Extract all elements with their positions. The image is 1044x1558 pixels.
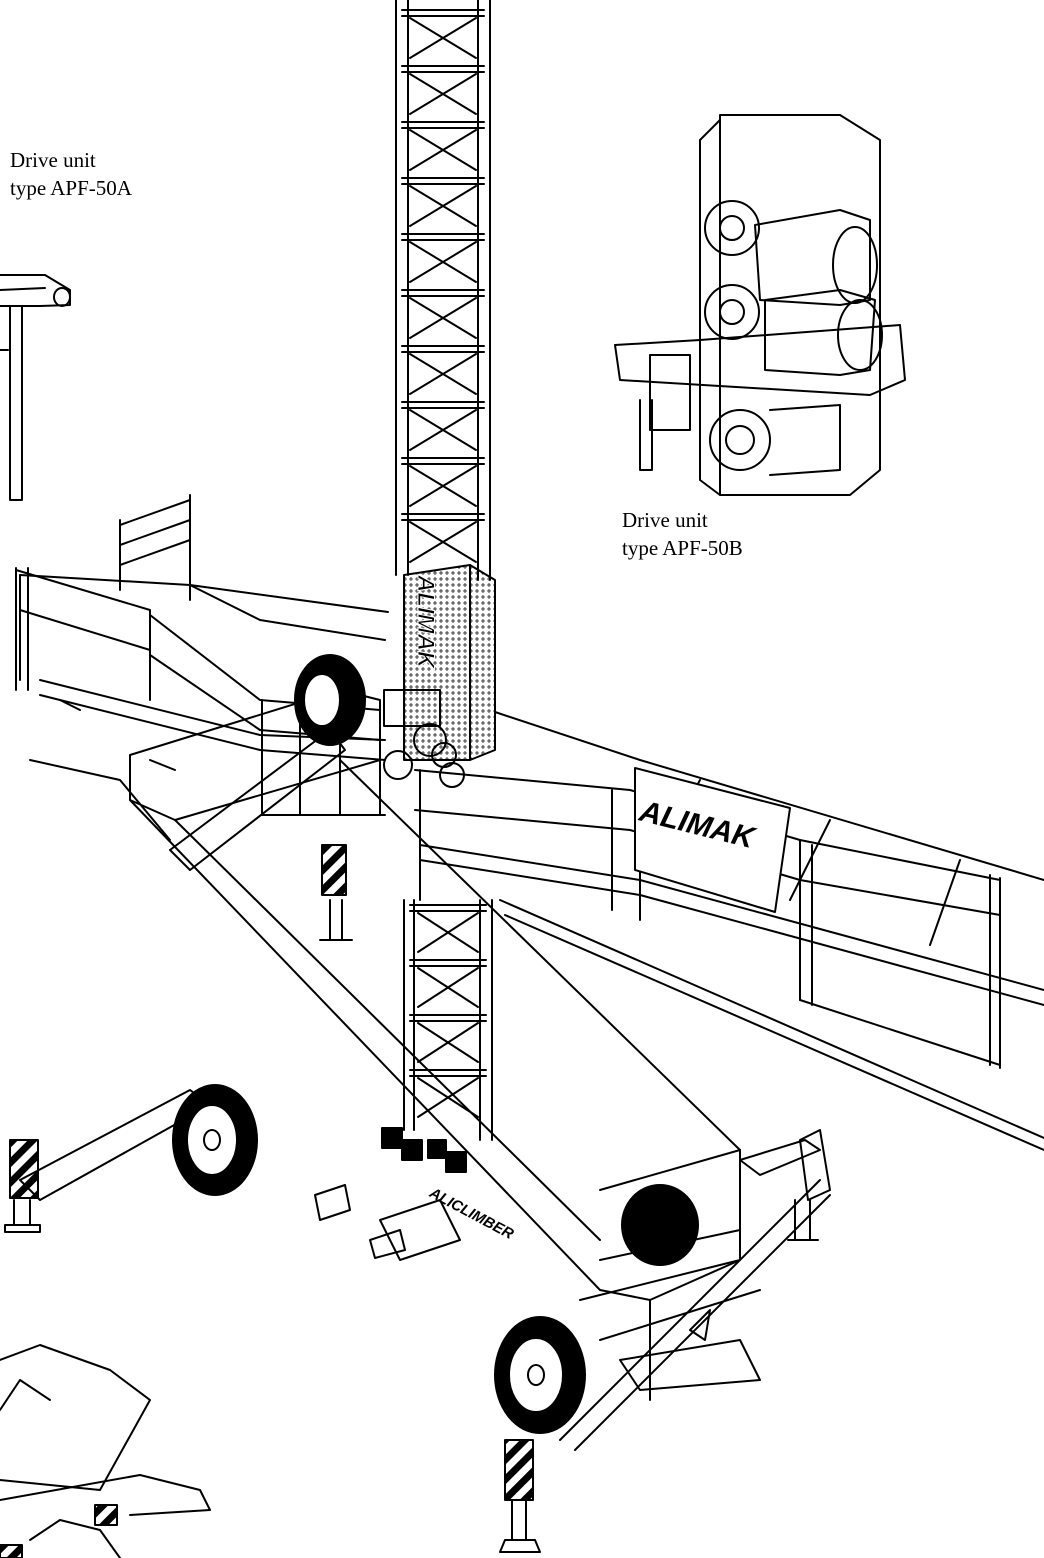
guardrail-left — [15, 494, 386, 816]
wheel-front-right — [494, 1316, 586, 1434]
mast-lattice-bay — [401, 65, 485, 115]
mast-lattice-bay — [409, 959, 487, 1008]
outrigger-front-right — [499, 1439, 541, 1553]
wheel-front-left — [172, 1084, 258, 1196]
caption-line-2: type APF-50B — [622, 536, 743, 560]
mast-lattice-bay — [401, 121, 485, 171]
drive-unit-apf50a-partial — [0, 274, 71, 501]
caption-line-2: type APF-50A — [10, 176, 132, 200]
caption-line-1: Drive unit — [622, 508, 708, 532]
outrigger-rear-right — [559, 1129, 831, 1451]
chassis — [129, 689, 761, 1401]
mast-lower — [381, 899, 493, 1173]
caption-drive-unit-apf50a: Drive unit type APF-50A — [10, 146, 132, 202]
mast-logo: ALIMAK — [412, 574, 439, 670]
caption-line-1: Drive unit — [10, 148, 96, 172]
partial-machine-bottom-left — [0, 1344, 211, 1558]
mast-lattice-bay — [401, 233, 485, 283]
mast-lattice-bay — [401, 513, 485, 563]
mast-lattice-bay — [409, 904, 487, 953]
platform-deck-right — [419, 711, 1044, 1151]
mast-lattice-bay — [401, 457, 485, 507]
wheel-rear-right — [621, 1184, 699, 1266]
wheel-rear-left — [294, 654, 366, 746]
mast-lattice-bay — [401, 401, 485, 451]
mast-lattice-bay — [401, 9, 485, 59]
chassis-label: ALICLIMBER — [426, 1184, 517, 1243]
mast-lattice-bay — [409, 1069, 487, 1118]
mast-upper — [395, 0, 491, 581]
caption-drive-unit-apf50b: Drive unit type APF-50B — [622, 506, 743, 562]
mast-lattice-bay — [401, 177, 485, 227]
outrigger-rear-left — [29, 729, 353, 941]
mast-lattice-bay — [409, 1014, 487, 1063]
alimak-sign — [634, 767, 791, 913]
mast-carriage — [383, 564, 496, 788]
mast-lattice-bay — [401, 345, 485, 395]
drive-unit-apf50b — [614, 114, 906, 496]
mast-lattice-bay — [401, 289, 485, 339]
